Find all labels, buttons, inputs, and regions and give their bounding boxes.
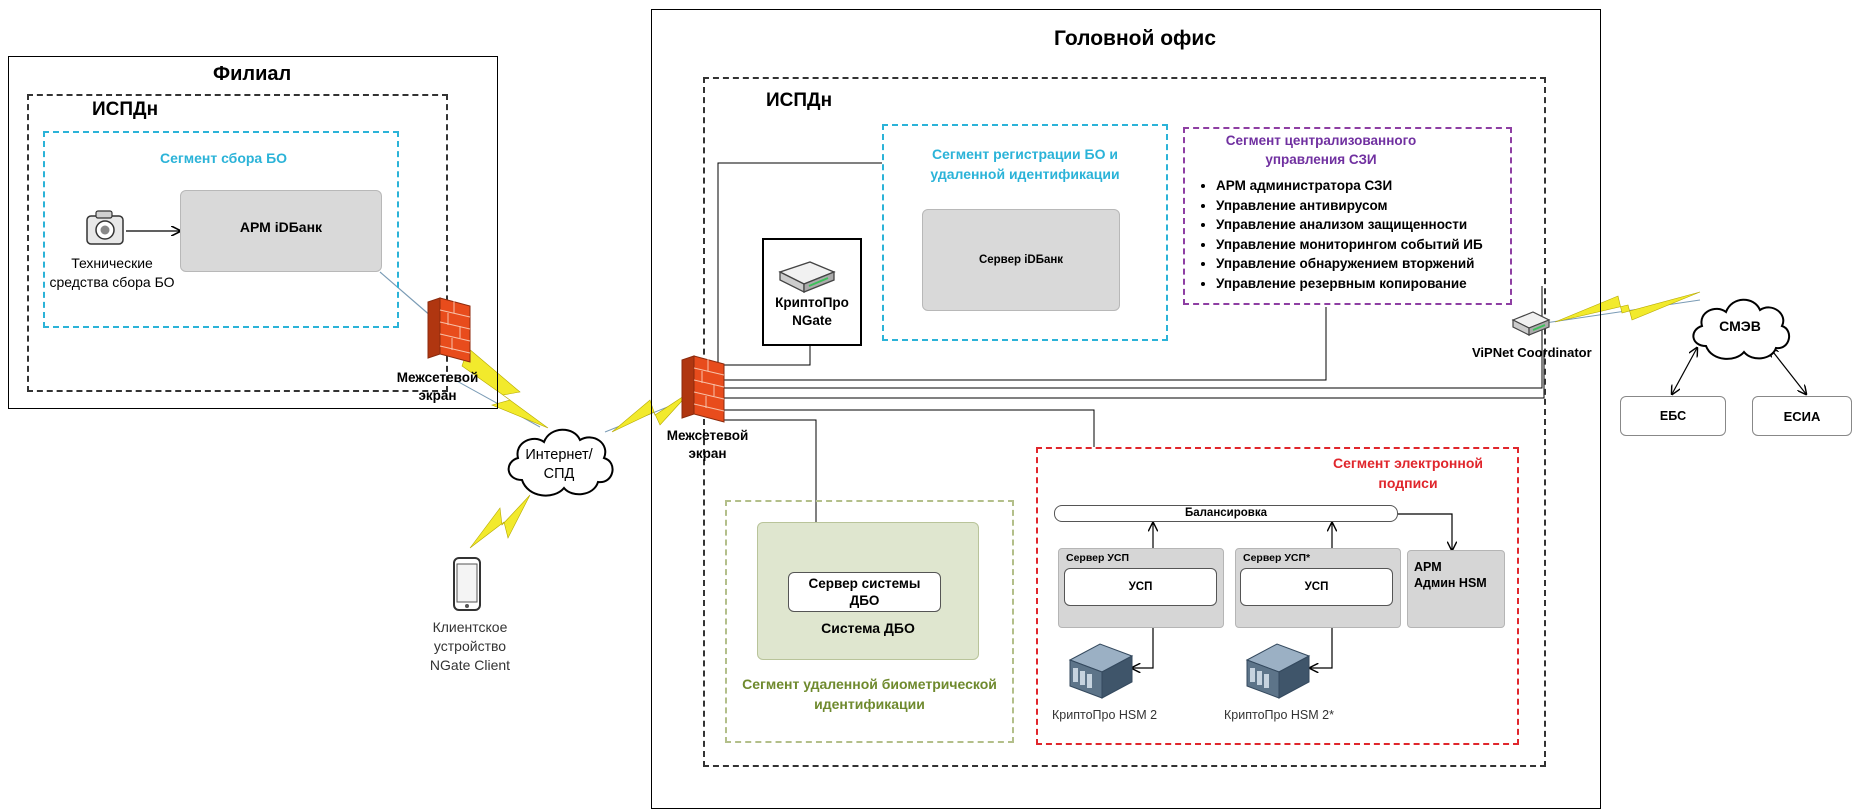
smev-label: СМЭВ — [1719, 318, 1761, 334]
router-icon — [776, 258, 838, 299]
branch-firewall-label-1: Межсетевой — [396, 370, 479, 385]
registration-segment-label: Сегмент регистрации БО и удаленной идент… — [892, 144, 1158, 184]
branch-title: Филиал — [213, 63, 292, 85]
szi-item: Управление анализом защищенности — [1216, 215, 1483, 235]
usp-1[interactable]: УСП — [1064, 568, 1217, 606]
szi-segment-label-2: управления СЗИ — [1265, 152, 1377, 167]
ebs-label: ЕБС — [1659, 409, 1687, 423]
dbo-server-label-1: Сервер системы — [808, 576, 921, 591]
vipnet-coordinator-label: ViPNet Coordinator — [1472, 345, 1592, 360]
arm-admin-hsm[interactable]: АРМ Админ HSM — [1407, 550, 1505, 628]
hsm-1-label: КриптоПро HSM 2 — [1052, 708, 1158, 722]
router-icon — [1510, 309, 1552, 342]
szi-item: Управление антивирусом — [1216, 196, 1483, 216]
biometric-segment-label-1: Сегмент удаленной биометрической — [742, 676, 997, 692]
ngate-label-1: КриптоПро — [775, 295, 849, 310]
arm-idbank-label: АРМ iDБанк — [239, 219, 323, 235]
hsm-2-label: КриптоПро HSM 2* — [1224, 708, 1334, 722]
biometric-segment-label: Сегмент удаленной биометрической идентиф… — [725, 674, 1014, 714]
arm-admin-hsm-label-2: Админ HSM — [1414, 576, 1487, 590]
registration-segment — [882, 124, 1168, 341]
ngate-label: КриптоПро NGate — [762, 294, 862, 330]
lightning-bolt — [469, 494, 531, 549]
server-rack-icon — [1064, 638, 1136, 707]
dbo-server[interactable]: Сервер системы ДБО — [788, 572, 941, 612]
head-firewall-label-1: Межсетевой — [666, 428, 749, 443]
client-label-1: Клиентское — [432, 619, 508, 635]
server-rack-icon — [1241, 638, 1313, 707]
szi-item: Управление мониторингом событий ИБ — [1216, 235, 1483, 255]
lightning-bolt — [461, 347, 549, 429]
branch-frame — [8, 56, 498, 409]
smartphone-icon — [452, 556, 482, 617]
camera-label-line-2: средства сбора БО — [49, 274, 175, 290]
bo-collection-segment — [43, 131, 399, 328]
arm-admin-hsm-label-1: АРМ — [1414, 560, 1442, 574]
usp-server-2-label: Сервер УСП* — [1243, 552, 1311, 564]
camera-icon — [84, 208, 126, 253]
lightning-bolt — [1554, 291, 1701, 323]
ngate-label-2: NGate — [792, 313, 832, 328]
balancing-bar[interactable]: Балансировка — [1054, 505, 1398, 522]
usp-2-label: УСП — [1304, 581, 1329, 593]
server-idbank-label: Сервер iDБанк — [978, 254, 1064, 266]
esia-label: ЕСИА — [1783, 408, 1821, 424]
szi-items-list: АРМ администратора СЗИ Управление антиви… — [1198, 176, 1483, 293]
internet-label-1: Интернет/ — [525, 447, 593, 463]
arm-idbank[interactable]: АРМ iDБанк — [180, 190, 382, 272]
client-device-label: Клиентское устройство NGate Client — [410, 618, 530, 675]
szi-item: АРМ администратора СЗИ — [1216, 176, 1483, 196]
firewall-icon — [426, 296, 472, 371]
biometric-segment — [725, 500, 1014, 743]
usp-server-1-label: Сервер УСП — [1066, 552, 1129, 564]
esignature-segment-label-2: подписи — [1378, 475, 1438, 491]
head-ispdn-frame — [703, 77, 1546, 767]
szi-item: Управление обнаружением вторжений — [1216, 254, 1483, 274]
connections — [126, 162, 1854, 791]
firewall-icon — [680, 354, 726, 431]
head-firewall-label-2: экран — [688, 446, 727, 461]
balancing-label: Балансировка — [1184, 507, 1268, 519]
branch-ispdn-label: ИСПДн — [92, 99, 159, 120]
internet-label: Интернет/ СПД — [504, 446, 614, 484]
head-office-title: Головной офис — [1054, 27, 1217, 50]
esia-box[interactable]: ЕСИА — [1752, 396, 1852, 436]
head-ispdn-label: ИСПДн — [766, 90, 833, 111]
bo-collection-segment-label: Сегмент сбора БО — [160, 150, 288, 166]
usp-1-label: УСП — [1128, 581, 1153, 593]
usp-2[interactable]: УСП — [1240, 568, 1393, 606]
client-label-2: устройство — [433, 638, 507, 654]
szi-segment-label: Сегмент централизованного управления СЗИ — [1196, 131, 1446, 169]
esignature-segment-label-1: Сегмент электронной — [1333, 455, 1483, 471]
dbo-server-label-2: ДБО — [849, 593, 880, 608]
smev-cloud-icon — [1686, 290, 1794, 367]
internet-label-2: СПД — [543, 466, 575, 482]
esignature-segment-label: Сегмент электронной подписи — [1318, 453, 1498, 493]
esignature-segment — [1036, 447, 1519, 745]
camera-label: Технические средства сбора БО — [42, 254, 182, 292]
branch-firewall-label: Межсетевой экран — [385, 369, 490, 405]
szi-item: Управление резервным копирование — [1216, 274, 1483, 294]
branch-ispdn-frame — [27, 94, 448, 392]
internet-cloud-icon — [500, 418, 618, 505]
client-label-3: NGate Client — [429, 657, 511, 673]
registration-segment-label-1: Сегмент регистрации БО и — [932, 146, 1118, 162]
ngate-box[interactable] — [762, 238, 862, 346]
registration-segment-label-2: удаленной идентификации — [930, 166, 1120, 182]
server-idbank[interactable]: Сервер iDБанк — [922, 209, 1120, 311]
branch-firewall-label-2: экран — [418, 388, 457, 403]
szi-segment-label-1: Сегмент централизованного — [1225, 133, 1417, 148]
head-firewall-label: Межсетевой экран — [655, 427, 760, 463]
dbo-system-label: Система ДБО — [821, 620, 915, 636]
camera-label-line-1: Технические — [71, 255, 153, 271]
ebs-box[interactable]: ЕБС — [1620, 396, 1726, 436]
szi-segment — [1183, 127, 1512, 305]
biometric-segment-label-2: идентификации — [814, 696, 925, 712]
